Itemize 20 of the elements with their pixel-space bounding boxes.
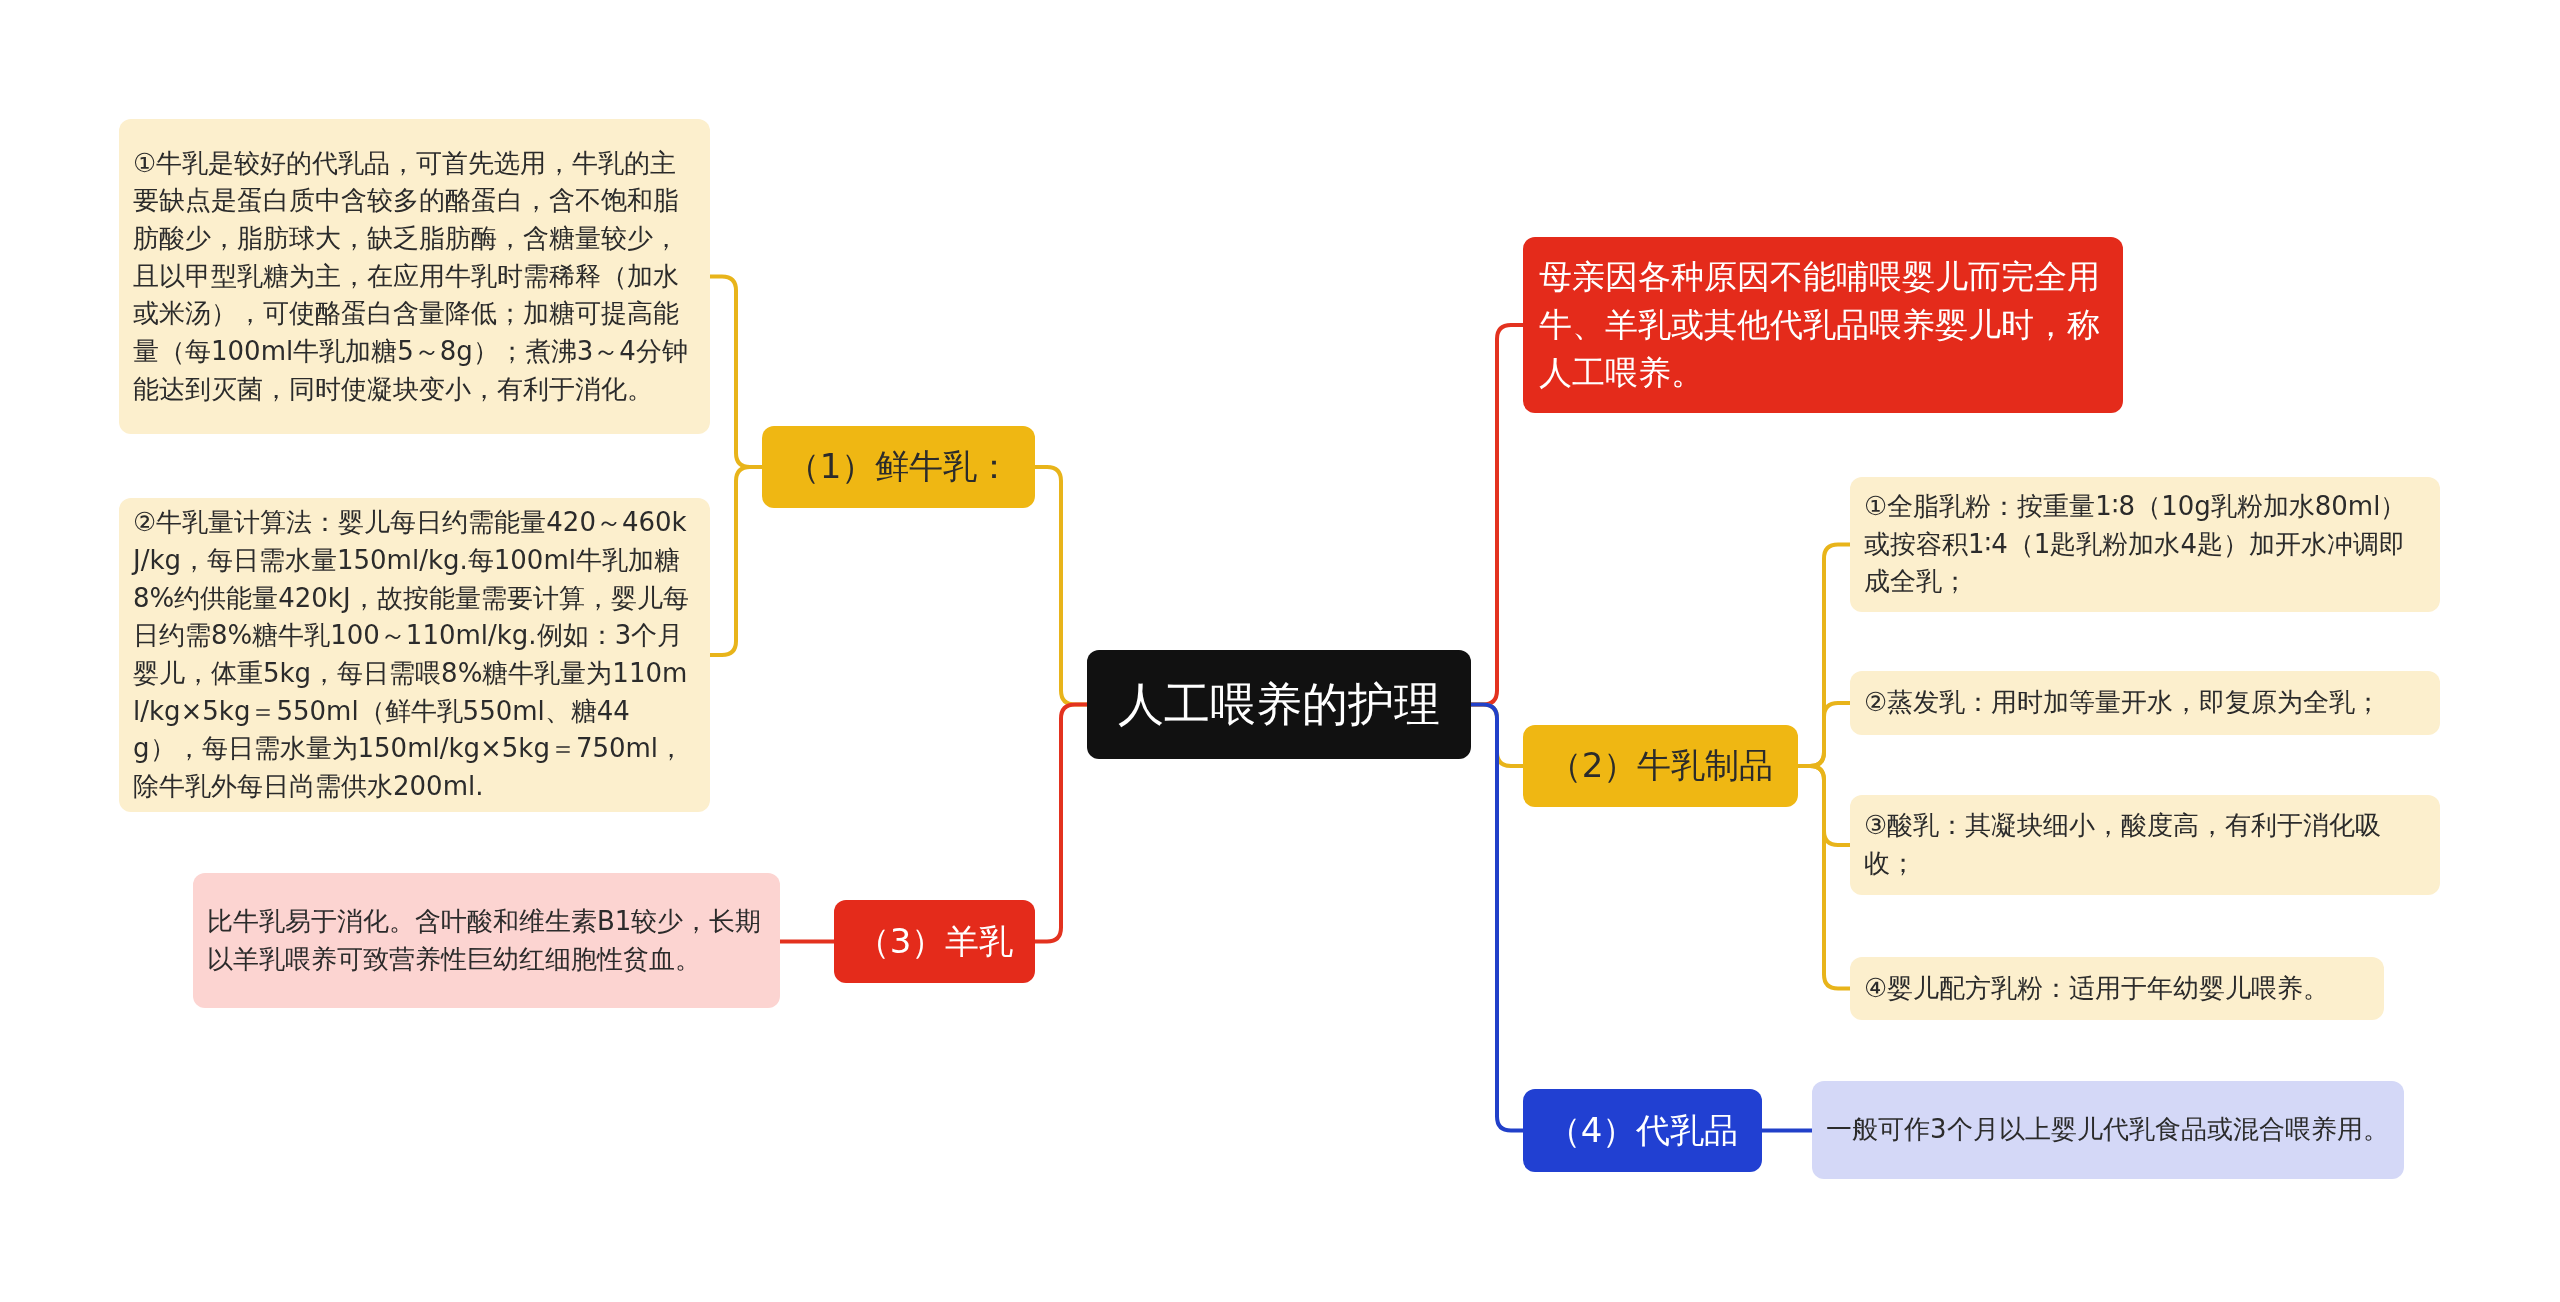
- note-box: ①牛乳是较好的代乳品，可首先选用，牛乳的主要缺点是蛋白质中含较多的酪蛋白，含不饱和脂肪酸少，脂肪球大，缺乏脂肪酶，含糖量较少，且以甲型乳糖为主，在应用牛乳时需稀释（加水或米汤），可使酪蛋白含量降低；加糖可提高能量（每100ml牛乳加糖5～8g）；煮沸3～4分钟能达到灭菌，同时使凝块变小，有利于消化。: [119, 119, 710, 434]
- connector-line: [710, 465, 762, 657]
- branch-box: （2）牛乳制品: [1523, 725, 1798, 807]
- branch-box: （4）代乳品: [1523, 1089, 1762, 1172]
- connector-line: [1762, 1128, 1812, 1133]
- connector-line: [1471, 702, 1523, 1133]
- connector-line: [1798, 764, 1850, 991]
- branch-box: （1）鲜牛乳：: [762, 426, 1035, 508]
- topic-box: 母亲因各种原因不能哺喂婴儿而完全用牛、羊乳或其他代乳品喂养婴儿时，称人工喂养。: [1523, 237, 2123, 413]
- note-box: 比牛乳易于消化。含叶酸和维生素B1较少，长期以羊乳喂养可致营养性巨幼红细胞性贫血。: [193, 873, 780, 1008]
- note-box: 一般可作3个月以上婴儿代乳食品或混合喂养用。: [1812, 1081, 2404, 1179]
- branch-box: （3）羊乳: [834, 900, 1035, 983]
- note-box: ③酸乳：其凝块细小，酸度高，有利于消化吸收；: [1850, 795, 2440, 895]
- connector-line: [1035, 702, 1087, 944]
- note-box: ②蒸发乳：用时加等量开水，即复原为全乳；: [1850, 671, 2440, 735]
- central-topic-box: 人工喂养的护理: [1087, 650, 1471, 759]
- note-box: ④婴儿配方乳粉：适用于年幼婴儿喂养。: [1850, 957, 2384, 1020]
- note-box: ①全脂乳粉：按重量1∶8（10g乳粉加水80ml）或按容积1∶4（1匙乳粉加水4匙）加开水冲调即成全乳；: [1850, 477, 2440, 612]
- note-box: ②牛乳量计算法：婴儿每日约需能量420～460kJ/kg，每日需水量150ml/kg.每100ml牛乳加糖8%约供能量420kJ，故按能量需要计算，婴儿每日约需8%糖牛乳100～110ml/kg.例如：3个月婴儿，体重5kg，每日需喂8%糖牛乳量为110ml/kg×5kg＝550ml（鲜牛乳550ml、糖44g），每日需水量为150ml/kg×5kg＝750ml，除牛乳外每日尚需供水200ml.: [119, 498, 710, 812]
- connector-line: [780, 939, 834, 944]
